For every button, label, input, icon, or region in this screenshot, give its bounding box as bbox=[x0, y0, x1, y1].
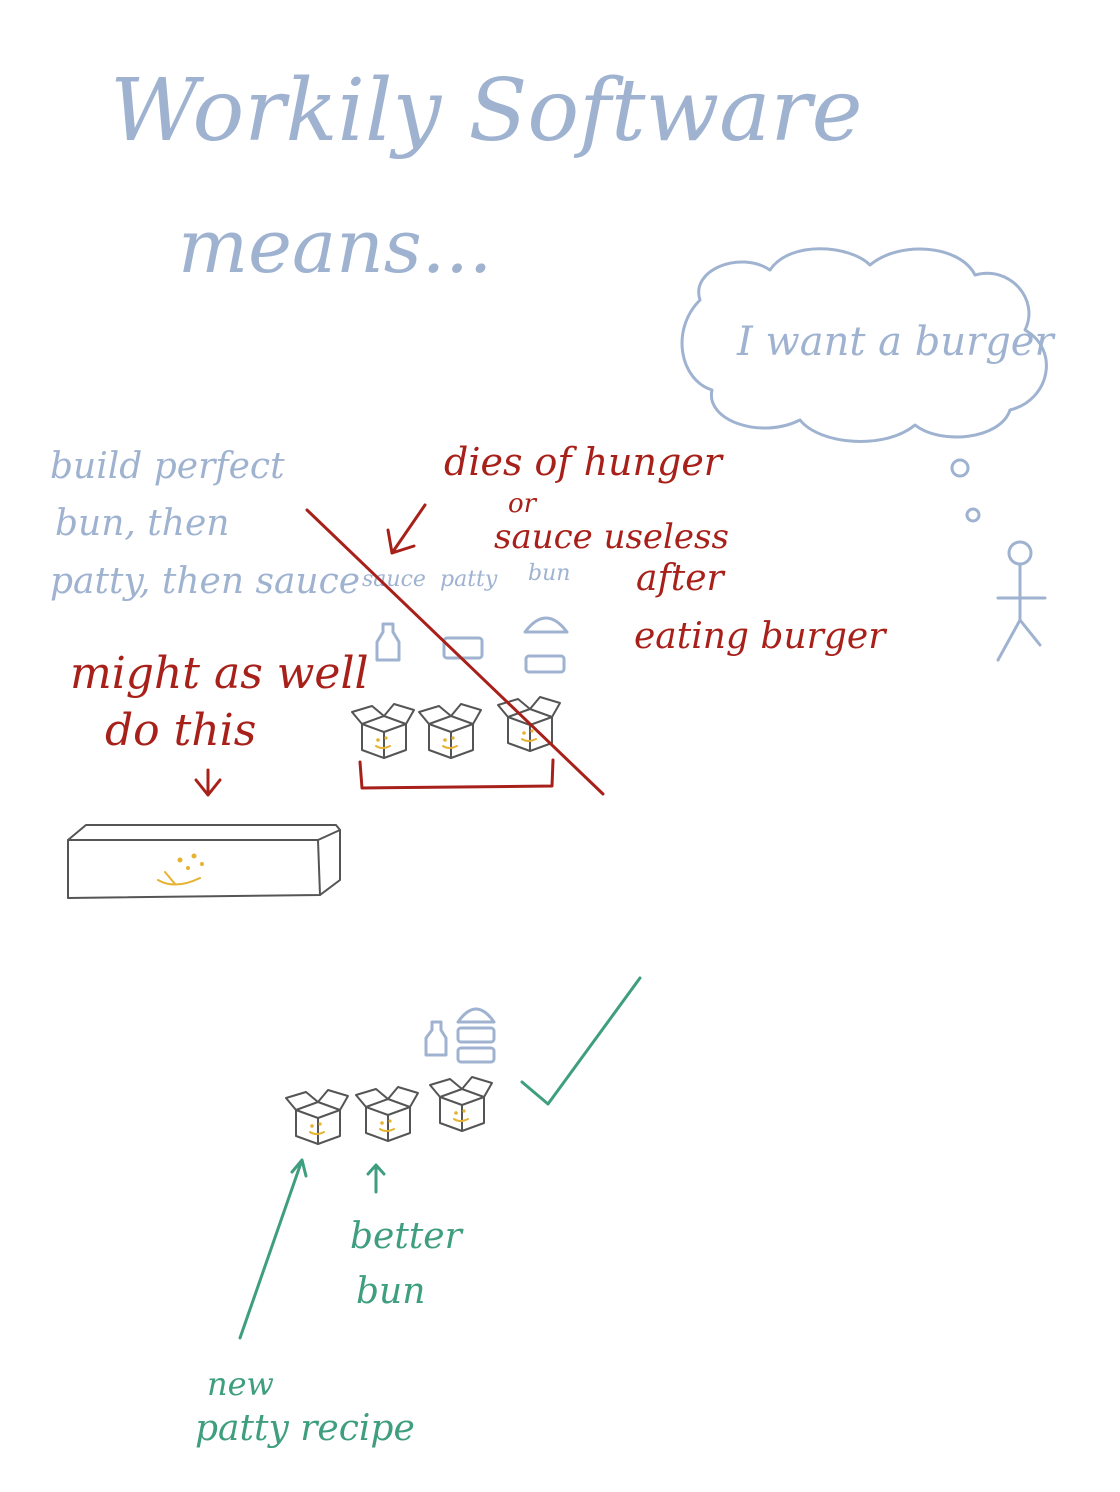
eating-burger-label: eating burger bbox=[634, 616, 887, 657]
green-checkmark-icon bbox=[520, 976, 642, 1106]
component-box-2-icon bbox=[418, 703, 482, 759]
bun-label: bun bbox=[356, 1271, 425, 1312]
thought-bubble-text: I want a burger bbox=[736, 319, 1056, 365]
sauce-useless-label: sauce useless bbox=[494, 517, 729, 557]
dies-of-hunger-label: dies of hunger bbox=[444, 440, 725, 484]
bun-icon bbox=[523, 616, 569, 674]
title-line2: means... bbox=[178, 204, 492, 290]
good-box-3-icon bbox=[429, 1076, 493, 1132]
component-box-1-icon bbox=[351, 703, 415, 759]
better-label: better bbox=[350, 1216, 464, 1257]
after-label: after bbox=[636, 558, 726, 599]
description-line-2: bun, then bbox=[55, 503, 229, 544]
description-line-3: patty, then sauce bbox=[50, 561, 360, 602]
stick-figure-icon bbox=[996, 540, 1047, 662]
sauce-bottle-icon bbox=[375, 622, 401, 662]
or-label: or bbox=[508, 489, 538, 519]
green-arrow-curved-icon bbox=[238, 1158, 308, 1340]
red-arrow-down-left-icon bbox=[386, 503, 427, 555]
good-box-2-icon bbox=[355, 1086, 419, 1142]
title-line1: Workily Software bbox=[110, 61, 862, 161]
new-label: new bbox=[207, 1365, 274, 1403]
might-as-well-label: might as well bbox=[70, 648, 369, 699]
good-box-1-icon bbox=[285, 1089, 349, 1145]
do-this-label: do this bbox=[105, 705, 256, 756]
green-arrow-up-icon bbox=[366, 1163, 386, 1194]
good-burger-icon bbox=[456, 1007, 496, 1064]
red-bracket bbox=[358, 758, 555, 790]
big-box-icon bbox=[67, 824, 341, 899]
bad-approach-description: build perfect bun, then patty, then sauc… bbox=[50, 446, 360, 602]
thought-bubble: I want a burger bbox=[680, 247, 1056, 523]
label-patty: patty bbox=[440, 567, 498, 592]
red-arrow-down-icon bbox=[194, 768, 222, 797]
red-strikethrough-line bbox=[305, 508, 605, 796]
description-line-1: build perfect bbox=[50, 446, 285, 487]
patty-recipe-label: patty recipe bbox=[195, 1408, 415, 1449]
label-bun: bun bbox=[528, 561, 570, 586]
good-sauce-bottle-icon bbox=[424, 1020, 448, 1057]
